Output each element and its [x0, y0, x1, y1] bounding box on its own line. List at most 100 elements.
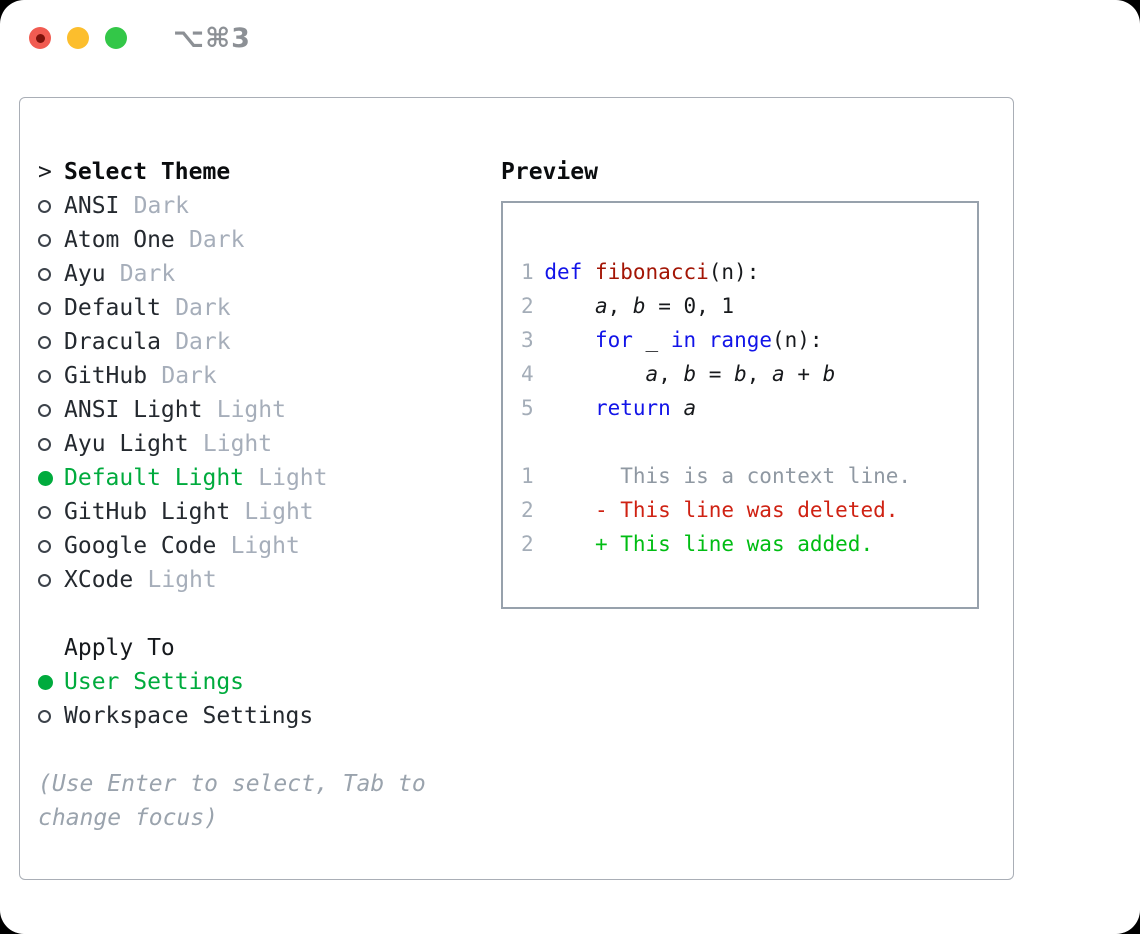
- code-line: 2 - This line was deleted.: [521, 493, 977, 527]
- theme-name: Ayu Light: [64, 431, 189, 457]
- theme-name: Atom One: [64, 227, 175, 253]
- code-token: range: [708, 328, 772, 352]
- close-button[interactable]: [29, 27, 51, 49]
- apply-option[interactable]: User Settings: [38, 665, 478, 699]
- code-line: 2 + This line was added.: [521, 527, 977, 561]
- theme-variant-tag: Light: [202, 431, 273, 457]
- apply-to-title: Apply To: [64, 635, 175, 661]
- code-token: +: [784, 362, 823, 386]
- radio-icon: [38, 573, 64, 587]
- theme-name: ANSI: [64, 193, 120, 219]
- maximize-button[interactable]: [105, 27, 127, 49]
- theme-variant-tag: Dark: [189, 227, 245, 253]
- code-token: b: [632, 294, 646, 318]
- code-line: 2 a, b = 0, 1: [521, 289, 977, 323]
- code-token: return: [594, 396, 671, 420]
- code-token: a: [772, 362, 785, 386]
- apply-option-label: Workspace Settings: [64, 703, 314, 729]
- code-token: b: [734, 362, 747, 386]
- radio-icon: [38, 539, 64, 553]
- theme-name: Dracula: [64, 329, 161, 355]
- theme-variant-tag: Light: [216, 397, 286, 423]
- code-token: a: [683, 396, 697, 420]
- window-shortcut-label: ⌥⌘3: [173, 22, 251, 54]
- radio-icon: [38, 301, 64, 315]
- theme-option[interactable]: GitHub Light Light: [38, 495, 478, 529]
- apply-option-label: User Settings: [64, 669, 245, 695]
- code-token: [671, 391, 684, 425]
- code-token: + This line was added.: [544, 532, 874, 556]
- code-token: ,: [746, 362, 773, 386]
- line-number: 2: [521, 498, 534, 522]
- close-dot-icon: [35, 33, 45, 43]
- theme-variant-tag: Light: [244, 499, 314, 525]
- theme-variant-tag: Light: [230, 533, 300, 559]
- code-token: [544, 357, 645, 391]
- theme-option[interactable]: ANSI Light Light: [38, 393, 478, 427]
- radio-icon: [38, 199, 64, 213]
- code-line: 5 return a: [521, 391, 977, 425]
- help-text: (Use Enter to select, Tab to change focu…: [38, 771, 426, 831]
- theme-variant-tag: Dark: [133, 193, 190, 219]
- code-token: b: [822, 362, 836, 386]
- code-token: in: [670, 328, 697, 352]
- select-theme-title: Select Theme: [64, 159, 231, 185]
- theme-option[interactable]: Atom One Dark: [38, 223, 478, 257]
- theme-option[interactable]: Ayu Light Light: [38, 427, 478, 461]
- apply-option[interactable]: Workspace Settings: [38, 699, 478, 733]
- radio-selected-icon: [38, 674, 64, 690]
- theme-name: ANSI Light: [64, 397, 203, 423]
- code-token: _: [632, 328, 671, 352]
- theme-option[interactable]: Dracula Dark: [38, 325, 478, 359]
- section-gap: [38, 733, 478, 767]
- minimize-button[interactable]: [67, 27, 89, 49]
- diff-preview: 1 This is a context line.2 - This line w…: [521, 459, 977, 561]
- code-token: - This line was deleted.: [544, 498, 899, 522]
- code-line: 3 for _ in range(n):: [521, 323, 977, 357]
- code-token: (n):: [772, 328, 823, 352]
- radio-icon: [38, 709, 64, 723]
- radio-icon: [38, 267, 64, 281]
- code-token: def: [544, 260, 583, 284]
- code-token: ,: [607, 294, 633, 318]
- theme-variant-tag: Dark: [175, 329, 231, 355]
- line-number: 4: [521, 362, 534, 386]
- code-token: [582, 255, 595, 289]
- apply-to-header: Apply To: [38, 631, 478, 665]
- code-line: 1 This is a context line.: [521, 459, 977, 493]
- code-token: a: [645, 362, 659, 386]
- theme-option[interactable]: ANSI Dark: [38, 189, 478, 223]
- code-token: [544, 323, 595, 357]
- theme-variant-tag: Light: [258, 465, 328, 491]
- code-token: This is a context line.: [544, 464, 912, 488]
- line-number: 2: [521, 532, 534, 556]
- code-token: [544, 289, 595, 323]
- theme-name: Ayu: [64, 261, 106, 287]
- prompt-icon: >: [38, 159, 52, 185]
- radio-icon: [38, 335, 64, 349]
- titlebar: ⌥⌘3: [0, 0, 1140, 76]
- select-theme-header: > Select Theme: [38, 155, 478, 189]
- line-number: 1: [521, 260, 534, 284]
- code-token: a: [594, 294, 608, 318]
- line-number: 3: [521, 328, 534, 352]
- radio-icon: [38, 369, 64, 383]
- radio-icon: [38, 403, 64, 417]
- line-number: 5: [521, 396, 534, 420]
- code-line: 4 a, b = b, a + b: [521, 357, 977, 391]
- theme-name: GitHub Light: [64, 499, 231, 525]
- code-token: ,: [658, 362, 684, 386]
